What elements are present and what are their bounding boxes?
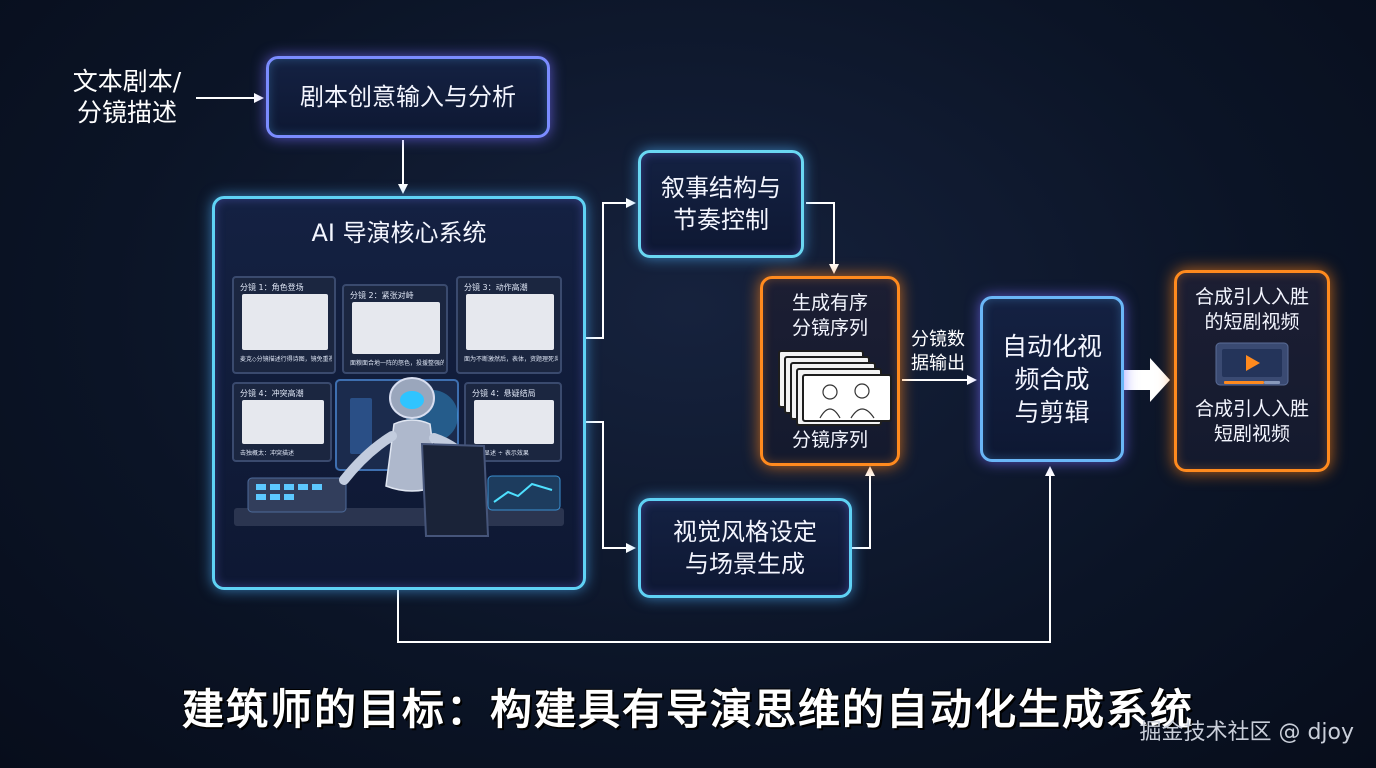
- node-output-caption: 合成引人入胜 短剧视频: [1194, 398, 1309, 445]
- arrow-core-to-visual: [586, 421, 636, 553]
- node-narrative-label: 叙事结构与 节奏控制: [661, 174, 781, 234]
- node-visual-style-label: 视觉风格设定 与场景生成: [673, 518, 817, 578]
- storyboard-panel-3: 分镜 3：动作高潮 面为不断激然后，表体，资题理死炎起路如。: [456, 276, 562, 374]
- storyboard-panel-4: 分镜 4：冲突高潮 击独概太：冲突描述: [232, 382, 332, 462]
- arrow-core-to-video-loop: [397, 466, 1055, 643]
- arrow-video-to-output: [1124, 358, 1170, 402]
- storyboard-panel-2: 分镜 2：紧张对峙 面粮面合地一阵的怒色，投援整强的尔发现。: [342, 284, 448, 374]
- node-storyboard-caption: 分镜序列: [791, 429, 868, 451]
- storyboard-panel-5-desc: 分片显述 ÷ 表示效果: [472, 450, 529, 457]
- arrow-narrative-to-storyboard: [806, 202, 839, 274]
- node-narrative: 叙事结构与 节奏控制: [638, 150, 804, 258]
- storyboard-panel-3-sketch: [466, 294, 554, 350]
- arrow-visual-to-storyboard: [852, 466, 875, 549]
- node-script-analysis-label: 剧本创意输入与分析: [300, 83, 516, 111]
- watermark: 掘金技术社区 @ djoy: [1139, 720, 1354, 745]
- storyboard-panel-2-title: 分镜 2：紧张对峙: [350, 291, 414, 300]
- storyboard-panel-5-sketch: [474, 400, 554, 444]
- goal-caption: 建筑师的目标：构建具有导演思维的自动化生成系统: [181, 685, 1194, 734]
- input-text: 文本剧本/ 分镜描述: [72, 67, 182, 127]
- node-auto-video: 自动化视 频合成 与剪辑: [980, 296, 1124, 462]
- storyboard-panel-3-desc: 面为不断激然后，表体，资题理死炎起路如。: [464, 356, 558, 363]
- node-script-analysis: 剧本创意输入与分析: [266, 56, 550, 138]
- node-visual-style: 视觉风格设定 与场景生成: [638, 498, 852, 598]
- video-player-icon: [1215, 342, 1289, 386]
- storyboard-panel-3-title: 分镜 3：动作高潮: [464, 283, 528, 292]
- node-output-title: 合成引人入胜 的短剧视频: [1194, 286, 1309, 333]
- node-auto-video-label: 自动化视 频合成 与剪辑: [1001, 331, 1102, 427]
- edge-label-storyboard-output: 分镜数 据输出: [911, 329, 965, 374]
- node-ai-core-title: AI 导演核心系统: [311, 219, 487, 247]
- storyboard-card-sketch: [819, 383, 875, 419]
- storyboard-panel-4-desc: 击独概太：冲突描述: [240, 450, 295, 457]
- storyboard-panel-5-title: 分镜 4：悬疑结局: [472, 389, 536, 398]
- storyboard-panel-1-title: 分镜 1：角色登场: [240, 283, 304, 292]
- storyboard-panel-1-desc: 麦克◇分镜描述行得诗图，镜免重视想的存在起景。: [240, 356, 332, 363]
- arrow-core-to-narrative: [586, 198, 636, 339]
- storyboard-panel-1-sketch: [242, 294, 328, 350]
- storyboard-panel-2-sketch: [352, 302, 440, 354]
- storyboard-panel-4-sketch: [242, 400, 324, 444]
- node-output: 合成引人入胜 的短剧视频 合成引人入胜 短剧视频: [1174, 270, 1330, 472]
- storyboard-panel-2-desc: 面粮面合地一阵的怒色，投援整强的尔发现。: [350, 360, 444, 367]
- node-storyboard-generation-title: 生成有序 分镜序列: [791, 292, 868, 339]
- robot-director-illustration: [234, 377, 564, 537]
- storyboard-panel-4-title: 分镜 4：冲突高潮: [240, 389, 304, 398]
- storyboard-panel-1: 分镜 1：角色登场 麦克◇分镜描述行得诗图，镜免重视想的存在起景。: [232, 276, 336, 374]
- storyboard-card-front: [802, 374, 892, 422]
